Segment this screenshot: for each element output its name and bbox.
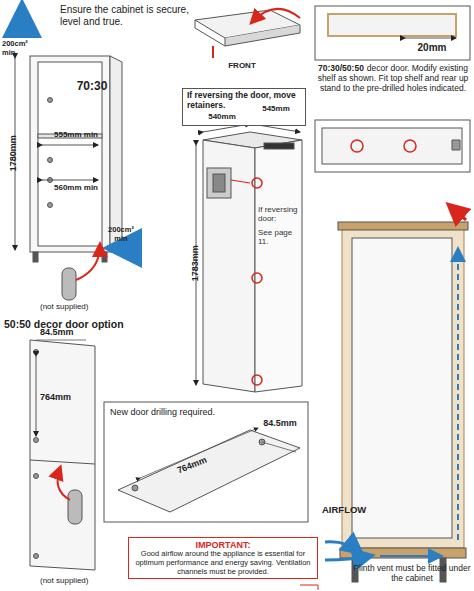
dimension-label: 20mm — [412, 42, 452, 54]
note-text: IMPORTANT: — [133, 540, 313, 550]
dimension-label: 50:50 decor door option — [4, 318, 154, 330]
dimension-label: 764mm — [40, 392, 90, 402]
cabinet-section — [300, 206, 468, 590]
shelf-note: 70:30/50:50decor door. Modify existing s… — [316, 64, 470, 93]
note-box: IMPORTANT:Good airflow around the applia… — [128, 537, 318, 579]
dimension-label: 200cm² min — [2, 40, 32, 57]
dimension-label: 540mm — [204, 112, 240, 121]
cabinet — [15, 8, 130, 300]
door-panel — [30, 340, 95, 570]
shelf — [195, 9, 300, 58]
dimension-label: See page 11. — [258, 228, 302, 246]
drilling-panel — [104, 402, 308, 522]
dimension-label: 70:30 — [72, 80, 112, 94]
fridge — [196, 124, 302, 392]
dimension-label: 200cm² min — [104, 226, 138, 243]
dimension-label: (not supplied) — [40, 576, 110, 585]
detail-panels — [315, 6, 470, 172]
dimension-label: Ensure the cabinet is secure, level and … — [60, 4, 190, 27]
note-box: New door drilling required. — [108, 405, 258, 419]
dimension-label: 84.5mm — [258, 418, 302, 428]
dimension-label: 1783mm — [190, 238, 200, 288]
dimension-label: 84.5mm — [40, 327, 90, 337]
dimension-label: 545mm — [256, 104, 296, 113]
dimension-label: If reversing door: — [258, 205, 302, 223]
dimension-label: 1780mm — [8, 128, 18, 178]
note-text: Good airflow around the appliance is ess… — [133, 550, 313, 576]
dimension-label: FRONT — [222, 61, 262, 70]
note-bold: 70:30/50:50 — [318, 63, 364, 73]
dimension-label: (not supplied) — [40, 302, 110, 311]
dimension-label: Plinth vent must be fitted under the cab… — [352, 564, 472, 584]
dimension-label: AIRFLOW — [322, 505, 382, 516]
dimension-label: 555mm min — [50, 130, 102, 139]
dimension-label: 560mm min — [50, 183, 102, 192]
note-text: New door drilling required. — [110, 407, 256, 417]
